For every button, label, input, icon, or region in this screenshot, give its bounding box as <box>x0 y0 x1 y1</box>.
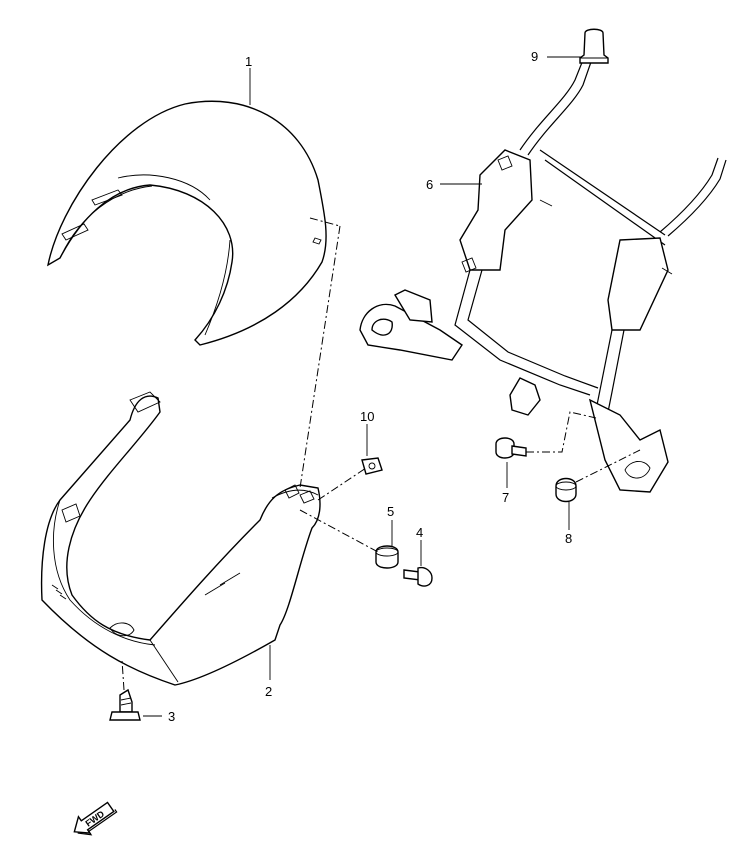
callout-4: 4 <box>416 525 423 540</box>
part-8-grommet <box>555 477 577 503</box>
part-9-grommet <box>579 28 609 64</box>
callout-10: 10 <box>360 409 374 424</box>
leader-lines <box>143 56 582 717</box>
callout-3: 3 <box>168 709 175 724</box>
callout-5: 5 <box>387 504 394 519</box>
callout-2: 2 <box>265 684 272 699</box>
part-4-screw <box>403 566 433 587</box>
part-1-upper-cowl <box>47 100 327 346</box>
callout-1: 1 <box>245 54 252 69</box>
callout-6: 6 <box>426 177 433 192</box>
callout-7: 7 <box>502 490 509 505</box>
part-7-bolt <box>495 437 527 459</box>
part-6-headlight-bracket <box>359 59 727 493</box>
part-2-lower-cowl <box>40 391 321 686</box>
callout-8: 8 <box>565 531 572 546</box>
fwd-arrow: FWD <box>73 801 118 836</box>
part-10-nut <box>361 457 383 475</box>
part-3-screw <box>109 688 141 721</box>
assembly-lines <box>121 217 641 691</box>
part-5-grommet <box>375 545 399 569</box>
callout-9: 9 <box>531 49 538 64</box>
callout-labels: 1 2 3 4 5 6 7 8 9 10 <box>168 49 572 724</box>
